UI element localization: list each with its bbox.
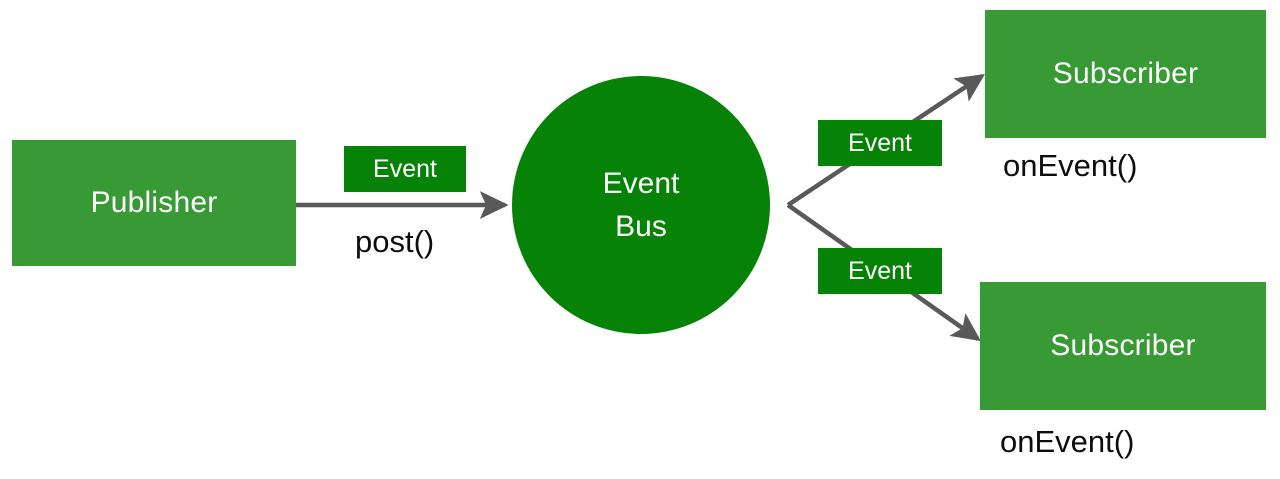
subscriber-bottom-node-label: Subscriber [1050,329,1196,362]
publisher-node-label: Publisher [90,186,218,219]
subscriber-bottom-node[interactable]: Subscriber [980,282,1266,410]
event-bus-label-line1: Event [602,166,680,200]
event-tag-deliver-bottom-label: Event [848,256,912,285]
event-bus-label-line2: Bus [615,210,667,243]
event-tag-publish-label: Event [373,154,437,183]
subscriber-top-node[interactable]: Subscriber [985,10,1266,138]
event-tag-deliver-bottom: Event [818,248,942,294]
on-event-bottom-label: onEvent() [1000,424,1135,459]
event-tag-deliver-top-label: Event [848,128,912,157]
post-method-label: post() [355,224,435,259]
publisher-node[interactable]: Publisher [12,140,296,266]
on-event-top-label: onEvent() [1003,148,1138,183]
event-tag-deliver-top: Event [818,120,942,166]
subscriber-top-node-label: Subscriber [1052,57,1199,90]
event-bus-node[interactable]: Event Bus [512,76,770,334]
event-tag-publish: Event [344,146,466,192]
